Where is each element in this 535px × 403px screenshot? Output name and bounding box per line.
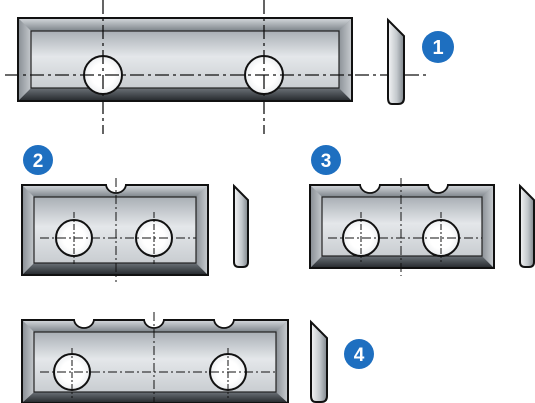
insert-2-side-view	[233, 183, 249, 268]
badge-3: 3	[311, 145, 341, 175]
insert-1-front-view	[5, 0, 428, 134]
badge-2-label: 2	[33, 151, 44, 172]
badge-1-label: 1	[432, 37, 443, 59]
insert-2-front-view	[21, 178, 209, 282]
badge-4: 4	[344, 339, 374, 369]
badge-4-label: 4	[354, 345, 365, 366]
insert-4-side-view	[310, 319, 328, 403]
insert-4-front-view	[21, 312, 289, 403]
badge-2: 2	[23, 145, 53, 175]
insert-3-side-view	[519, 183, 535, 268]
insert-1-side-view	[387, 17, 405, 105]
badge-1: 1	[422, 31, 454, 63]
badge-3-label: 3	[321, 151, 332, 172]
insert-3-front-view	[309, 178, 495, 276]
